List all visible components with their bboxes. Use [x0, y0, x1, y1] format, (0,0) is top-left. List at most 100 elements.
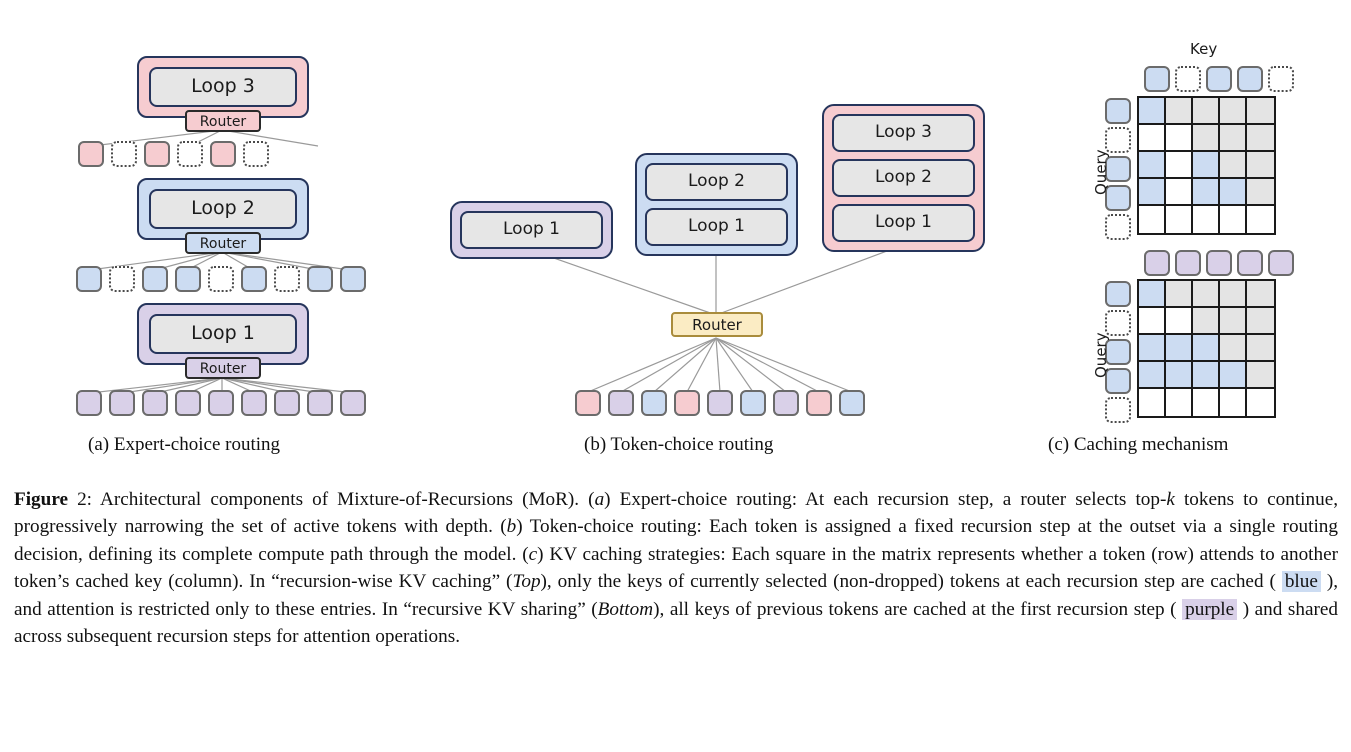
token-square-dropped: [111, 141, 137, 167]
group3-loop3-label: Loop 3: [832, 114, 975, 152]
caption-figure-word: Figure: [14, 489, 69, 510]
key-token-dropped: [1175, 66, 1201, 92]
matrix-cell: [1166, 179, 1193, 206]
matrix-cell: [1166, 281, 1193, 308]
matrix-row: [1139, 362, 1274, 389]
matrix-cell: [1247, 206, 1274, 233]
token-square: [307, 390, 333, 416]
panel-a-router-1[interactable]: Router: [185, 357, 261, 379]
caption-seg2: ) Expert-choice routing: At each recursi…: [604, 489, 1167, 510]
figure-area: Loop 3 Router Loop 2 Router Loop 1 Route…: [76, 40, 1294, 455]
loop1-label: Loop 1: [149, 314, 297, 354]
matrix-cell: [1220, 206, 1247, 233]
query-axis-label-bottom: Query: [1092, 332, 1110, 378]
panel-c-top-query-tokens: [1105, 98, 1131, 240]
matrix-row: [1139, 335, 1274, 362]
matrix-cell: [1220, 125, 1247, 152]
loop3-outer: Loop 3: [137, 56, 309, 118]
token-square: [109, 390, 135, 416]
matrix-row: [1139, 206, 1274, 233]
matrix-cell: [1139, 281, 1166, 308]
matrix-row: [1139, 125, 1274, 152]
matrix-cell: [1247, 179, 1274, 206]
panel-a-router-2[interactable]: Router: [185, 232, 261, 254]
matrix-cell: [1166, 152, 1193, 179]
matrix-cell: [1193, 98, 1220, 125]
token-square: [210, 141, 236, 167]
caption-em-k: k: [1166, 489, 1175, 510]
subcaption-b: (b) Token-choice routing: [584, 434, 774, 455]
token-square: [76, 266, 102, 292]
matrix-cell: [1193, 125, 1220, 152]
panel-a-router-3[interactable]: Router: [185, 110, 261, 132]
key-token: [1237, 250, 1263, 276]
token-square-dropped: [208, 266, 234, 292]
matrix-cell: [1193, 308, 1220, 335]
subcaption-a: (a) Expert-choice routing: [88, 434, 281, 455]
matrix-cell: [1166, 308, 1193, 335]
query-token: [1105, 281, 1131, 307]
token-square: [208, 390, 234, 416]
matrix-cell: [1166, 206, 1193, 233]
matrix-cell: [1139, 335, 1166, 362]
token-square: [674, 390, 700, 416]
matrix-cell: [1193, 179, 1220, 206]
matrix-cell: [1139, 125, 1166, 152]
token-square: [274, 390, 300, 416]
panel-b-router[interactable]: Router: [671, 312, 763, 337]
matrix-row: [1139, 389, 1274, 416]
token-square: [241, 266, 267, 292]
matrix-row: [1139, 152, 1274, 179]
query-token: [1105, 339, 1131, 365]
caption-highlight-blue: blue: [1281, 571, 1321, 593]
matrix-cell: [1247, 308, 1274, 335]
panel-c-top-matrix: [1137, 96, 1276, 235]
panel-c-bottom-key-tokens: [1144, 250, 1294, 276]
caption-em-c: c: [528, 543, 538, 565]
matrix-cell: [1220, 98, 1247, 125]
caption-em-top: Top: [512, 571, 541, 593]
matrix-cell: [1220, 335, 1247, 362]
matrix-cell: [1139, 206, 1166, 233]
panel-c-bottom-query-tokens: [1105, 281, 1131, 423]
caption-em-b: b: [506, 516, 517, 538]
matrix-cell: [1193, 362, 1220, 389]
token-square: [144, 141, 170, 167]
matrix-cell: [1193, 335, 1220, 362]
key-token: [1144, 250, 1170, 276]
panel-b-group-1: Loop 1: [450, 201, 613, 259]
token-square: [839, 390, 865, 416]
caption-seg9: ) and shared across subsequent recursion…: [14, 598, 1338, 648]
matrix-cell: [1139, 98, 1166, 125]
key-token: [1206, 250, 1232, 276]
token-square-dropped: [274, 266, 300, 292]
subcaption-c: (c) Caching mechanism: [1048, 434, 1229, 455]
caption-seg4: ) Token-choice routing: Each token is as…: [14, 516, 1338, 565]
key-token: [1175, 250, 1201, 276]
matrix-cell: [1247, 152, 1274, 179]
matrix-cell: [1220, 179, 1247, 206]
query-token: [1105, 156, 1131, 182]
token-square: [740, 390, 766, 416]
panel-a-loop2-block: Loop 2: [137, 178, 309, 240]
matrix-cell: [1139, 362, 1166, 389]
panel-b-group-3: Loop 3 Loop 2 Loop 1: [822, 104, 985, 252]
token-square: [806, 390, 832, 416]
query-token-dropped: [1105, 397, 1131, 423]
matrix-cell: [1166, 362, 1193, 389]
matrix-cell: [1220, 362, 1247, 389]
caption-em-bottom: Bottom: [597, 598, 654, 620]
group2-loop2-label: Loop 2: [645, 163, 788, 201]
matrix-cell: [1166, 98, 1193, 125]
query-axis-label-top: Query: [1092, 149, 1110, 195]
token-square: [773, 390, 799, 416]
caption-seg8: ), all keys of previous tokens are cache…: [653, 598, 1183, 620]
matrix-cell: [1166, 125, 1193, 152]
panel-a-loop3-block: Loop 3: [137, 56, 309, 118]
panel-c-top-key-tokens: [1144, 66, 1294, 92]
panel-c-bottom-matrix: [1137, 279, 1276, 418]
matrix-cell: [1247, 389, 1274, 416]
caption-seg3: tokens to continue, progressively narrow…: [14, 489, 1339, 538]
token-square: [340, 390, 366, 416]
loop3-label: Loop 3: [149, 67, 297, 107]
